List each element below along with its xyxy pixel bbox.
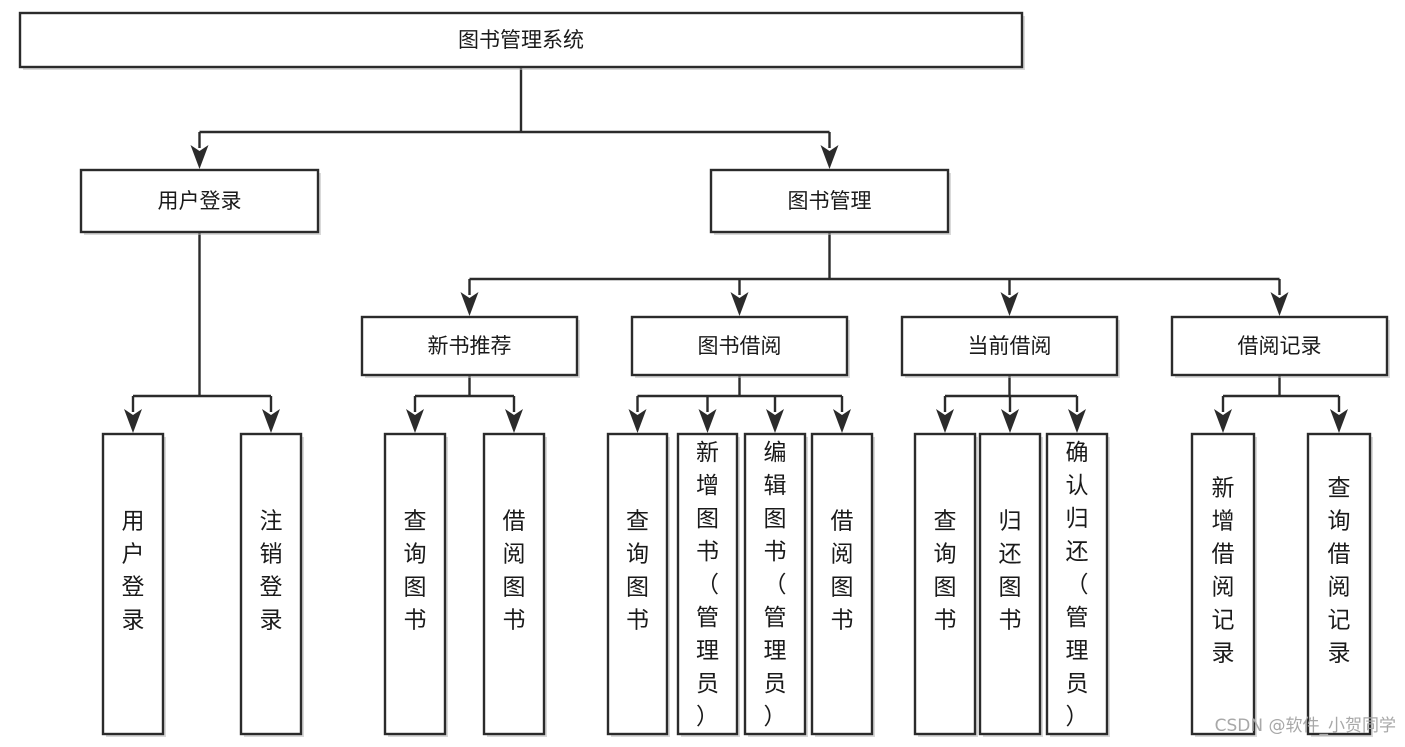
- node-rect[interactable]: [1306, 432, 1372, 736]
- node-label: 新书推荐: [428, 334, 512, 358]
- node-label: 查询图书: [934, 509, 957, 634]
- node-leaf-query-book-3[interactable]: 查询图书: [913, 432, 978, 737]
- node-rect[interactable]: [1190, 432, 1256, 736]
- node-label: 用户登录: [158, 189, 242, 213]
- node-rect[interactable]: [1170, 315, 1389, 377]
- node-leaf-add-record[interactable]: 新增借阅记录: [1190, 432, 1257, 737]
- edge-edge-userlogin-to-leaves: [124, 232, 280, 433]
- node-label: 查询图书: [626, 509, 649, 634]
- arrow-head-icon: [1330, 409, 1348, 433]
- node-label: 注销登录: [260, 509, 283, 634]
- node-leaf-query-book-2[interactable]: 查询图书: [606, 432, 670, 737]
- arrow-head-icon: [406, 409, 424, 433]
- arrow-head-icon: [936, 409, 954, 433]
- node-label: 编辑图书（管理员）: [764, 440, 787, 730]
- node-rect[interactable]: [913, 432, 977, 736]
- arrow-head-icon: [820, 145, 839, 169]
- arrow-head-icon: [262, 409, 280, 433]
- edge-edge-currentborrow-to-leaves: [936, 375, 1086, 433]
- node-book-manage[interactable]: 图书管理: [709, 168, 951, 235]
- node-label: 图书管理: [788, 189, 872, 213]
- edge-edge-newbook-to-leaves: [406, 375, 523, 433]
- node-rect[interactable]: [630, 315, 849, 377]
- node-layer: 图书管理系统用户登录图书管理新书推荐图书借阅当前借阅借阅记录用户登录注销登录查询…: [18, 11, 1390, 737]
- node-label: 借阅图书: [831, 509, 854, 634]
- node-leaf-query-book-1[interactable]: 查询图书: [383, 432, 448, 737]
- edge-edge-borrowrecord-to-leaves: [1214, 375, 1348, 433]
- arrow-head-icon: [460, 292, 479, 316]
- arrow-head-icon: [190, 145, 209, 169]
- node-label: 借阅图书: [503, 509, 526, 634]
- node-label: 归还图书: [999, 509, 1022, 634]
- node-rect[interactable]: [383, 432, 447, 736]
- node-rect[interactable]: [101, 432, 165, 736]
- node-leaf-borrow-book-2[interactable]: 借阅图书: [810, 432, 875, 737]
- node-leaf-user-login[interactable]: 用户登录: [101, 432, 166, 737]
- node-new-book-recommend[interactable]: 新书推荐: [360, 315, 580, 378]
- arrow-head-icon: [1068, 409, 1086, 433]
- node-rect[interactable]: [1045, 432, 1109, 736]
- arrow-head-icon: [1001, 409, 1019, 433]
- arrow-head-icon: [124, 409, 142, 433]
- node-leaf-borrow-book-1[interactable]: 借阅图书: [482, 432, 547, 737]
- node-rect[interactable]: [743, 432, 807, 736]
- arrow-head-icon: [628, 409, 647, 433]
- node-label: 借阅记录: [1238, 334, 1322, 358]
- csdn-watermark: CSDN @软件_小贺同学: [1215, 716, 1396, 736]
- edge-edge-bookmanage-to-level3: [460, 232, 1289, 316]
- node-book-borrow[interactable]: 图书借阅: [630, 315, 850, 378]
- node-user-login[interactable]: 用户登录: [79, 168, 321, 235]
- arrow-head-icon: [833, 409, 851, 433]
- node-rect[interactable]: [709, 168, 950, 234]
- node-rect[interactable]: [900, 315, 1119, 377]
- arrow-head-icon: [1270, 292, 1289, 316]
- node-leaf-return-book[interactable]: 归还图书: [978, 432, 1043, 737]
- node-leaf-query-record[interactable]: 查询借阅记录: [1306, 432, 1373, 737]
- node-label: 查询图书: [404, 509, 427, 634]
- node-rect[interactable]: [360, 315, 579, 377]
- node-leaf-edit-book[interactable]: 编辑图书（管理员）: [743, 432, 808, 737]
- edge-layer: [124, 67, 1348, 433]
- arrow-head-icon: [698, 409, 717, 433]
- node-label: 确认归还（管理员）: [1066, 440, 1089, 730]
- arrow-head-icon: [1000, 292, 1019, 316]
- node-rect[interactable]: [18, 11, 1024, 69]
- node-label: 查询借阅记录: [1328, 476, 1351, 667]
- node-leaf-add-book[interactable]: 新增图书（管理员）: [676, 432, 740, 737]
- arrow-head-icon: [766, 409, 784, 433]
- node-leaf-user-logout[interactable]: 注销登录: [239, 432, 304, 737]
- node-label: 当前借阅: [968, 334, 1052, 358]
- node-leaf-confirm-return[interactable]: 确认归还（管理员）: [1045, 432, 1110, 737]
- edge-edge-root-to-level2: [190, 67, 839, 169]
- node-root[interactable]: 图书管理系统: [18, 11, 1025, 70]
- node-rect[interactable]: [810, 432, 874, 736]
- node-rect[interactable]: [482, 432, 546, 736]
- node-label: 新增借阅记录: [1212, 476, 1235, 667]
- arrow-head-icon: [730, 292, 749, 316]
- node-rect[interactable]: [978, 432, 1042, 736]
- node-label: 图书借阅: [698, 334, 782, 358]
- node-label: 用户登录: [122, 509, 145, 634]
- node-rect[interactable]: [606, 432, 669, 736]
- node-rect[interactable]: [239, 432, 303, 736]
- node-rect[interactable]: [676, 432, 739, 736]
- node-rect[interactable]: [79, 168, 320, 234]
- node-label: 图书管理系统: [458, 28, 584, 52]
- node-borrow-record[interactable]: 借阅记录: [1170, 315, 1390, 378]
- arrow-head-icon: [1214, 409, 1232, 433]
- node-current-borrow[interactable]: 当前借阅: [900, 315, 1120, 378]
- node-label: 新增图书（管理员）: [696, 440, 719, 730]
- edge-edge-bookborrow-to-leaves: [628, 375, 851, 433]
- arrow-head-icon: [505, 409, 523, 433]
